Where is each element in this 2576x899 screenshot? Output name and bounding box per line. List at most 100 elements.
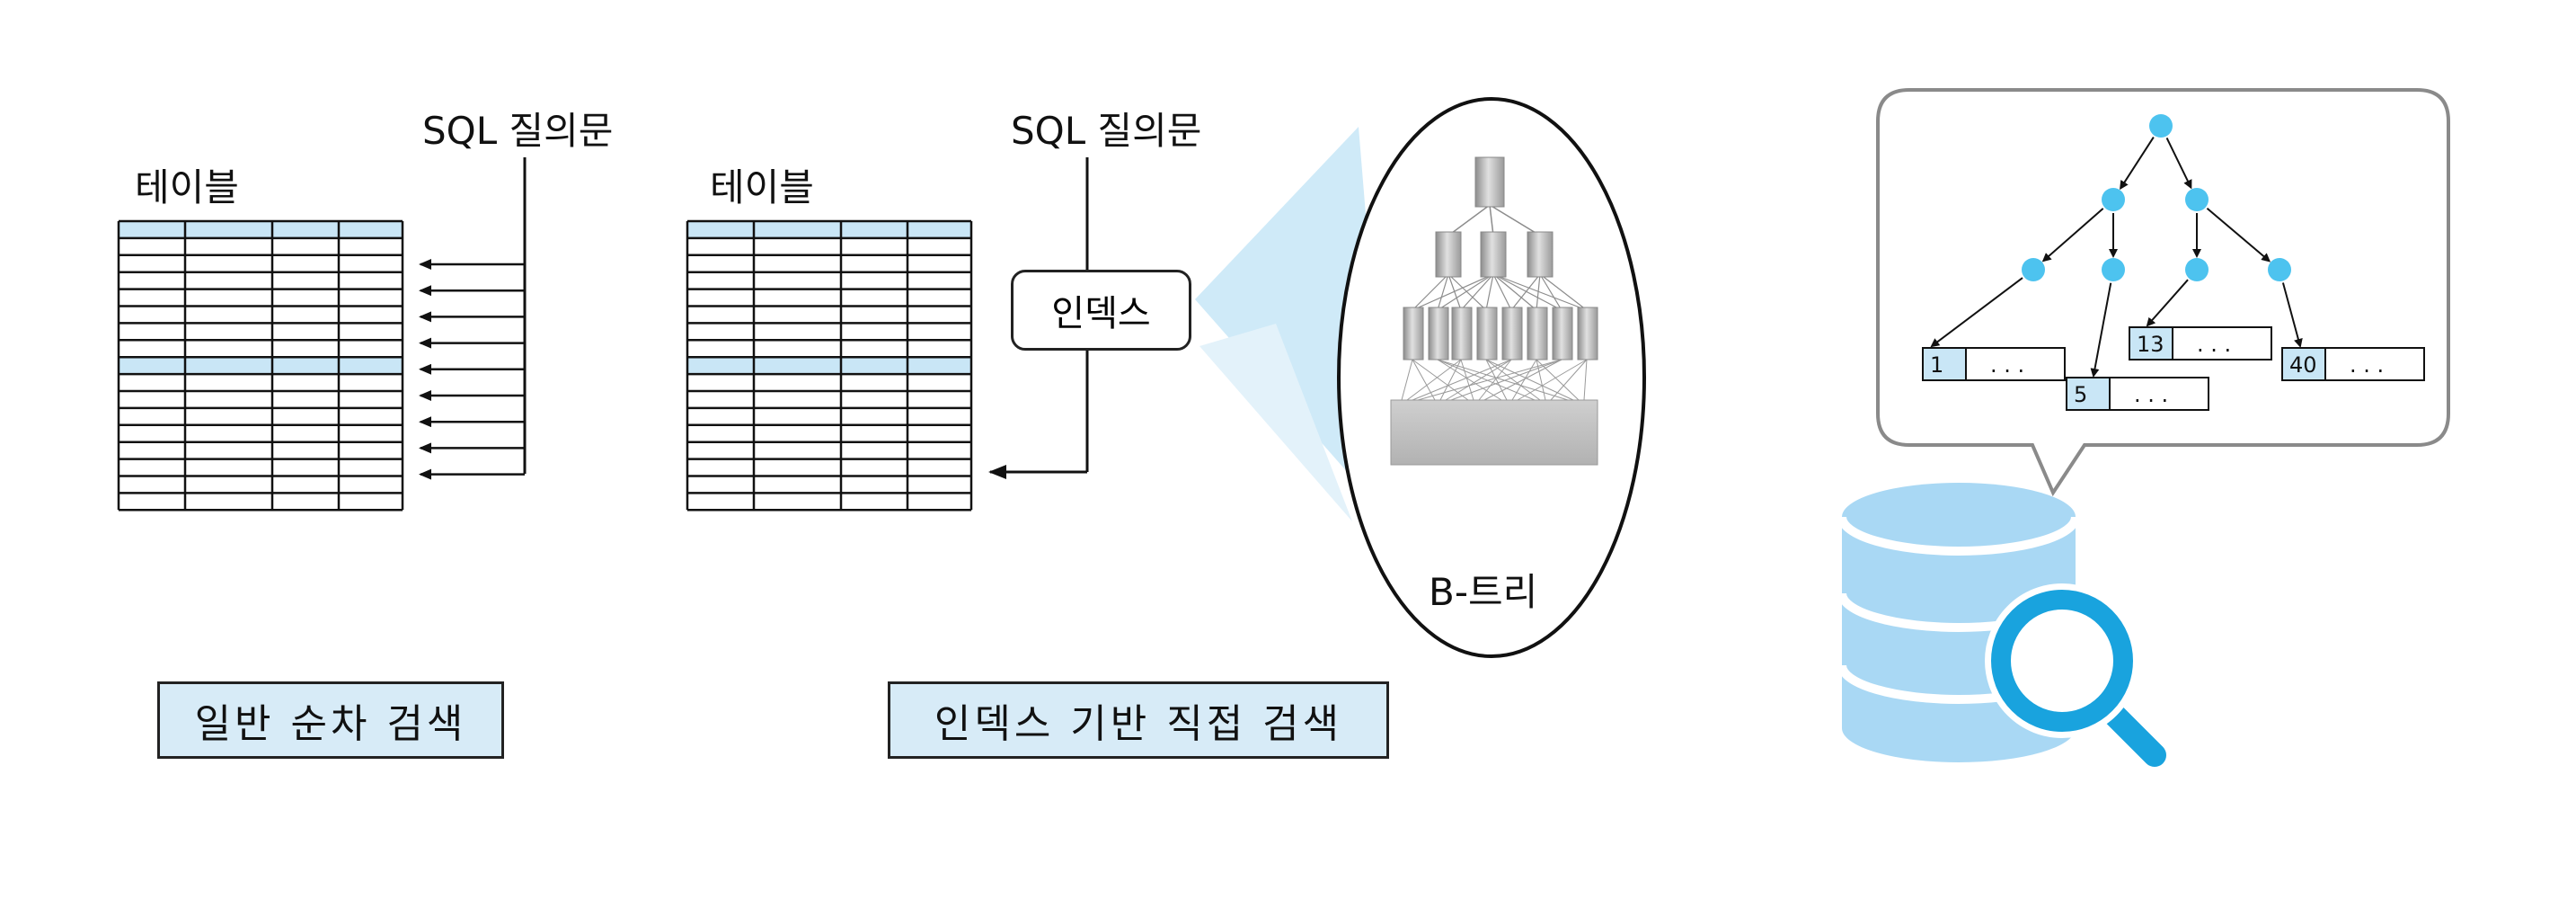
- btree-edge: [1447, 273, 1462, 311]
- btree-internal-node: [1527, 231, 1554, 278]
- leaf-ellipsis-text: . . .: [2197, 332, 2231, 357]
- btree-leaf-node: [1451, 307, 1473, 360]
- btree-edge: [1583, 359, 1588, 401]
- btree-edge: [1447, 204, 1491, 236]
- middle-caption: 인덱스 기반 직접 검색: [888, 681, 1389, 759]
- leaf-ellipsis-text: . . .: [2134, 382, 2168, 407]
- middle-table-label: 테이블: [710, 165, 814, 209]
- btree-edge: [1460, 273, 1494, 311]
- btree-edge: [1485, 359, 1508, 401]
- btree-edge: [1445, 359, 1512, 401]
- leaf-key-text: 5: [2074, 382, 2087, 407]
- btree-edge: [1485, 273, 1494, 311]
- sequential-scan-arrows: [419, 157, 527, 480]
- zoom-cone-lower: [1199, 324, 1352, 521]
- btree-edge: [1492, 273, 1588, 311]
- b-tree-icon: [1390, 156, 1598, 466]
- btree-edge: [1483, 359, 1562, 401]
- btree-edge: [1478, 359, 1512, 401]
- btree-edge: [1437, 273, 1494, 311]
- tree-leaf-edge: [1930, 277, 2023, 348]
- left-caption: 일반 순차 검색: [157, 681, 504, 759]
- btree-edge: [1412, 273, 1449, 311]
- btree-leaf-node: [1552, 307, 1573, 360]
- middle-table: [686, 219, 973, 512]
- btree-edge: [1412, 359, 1436, 401]
- btree-edge: [1539, 273, 1562, 311]
- btree-leaf-node: [1501, 307, 1523, 360]
- btree-edge: [1492, 273, 1562, 311]
- btree-edge: [1511, 359, 1537, 401]
- btree-edge: [1439, 359, 1462, 401]
- leaf-pointer-cell: [1965, 347, 2066, 381]
- leaf-pointer-cell: [2172, 326, 2272, 360]
- btree-edge: [1437, 359, 1536, 401]
- btree-leaf-node: [1577, 307, 1598, 360]
- leaf-ellipsis-text: . . .: [1990, 352, 2024, 378]
- btree-edge: [1536, 273, 1541, 311]
- middle-query-label: SQL 질의문: [1011, 109, 1202, 153]
- tree-edge: [2120, 137, 2155, 191]
- btree-base: [1390, 399, 1598, 466]
- btree-edge: [1412, 273, 1494, 311]
- leaf-node: 40 . . .: [2281, 347, 2425, 381]
- btree-edge: [1437, 273, 1449, 311]
- btree-root: [1474, 156, 1505, 208]
- btree-edge: [1492, 273, 1537, 311]
- leaf-pointer-cell: [2324, 347, 2425, 381]
- btree-edge: [1417, 359, 1562, 401]
- leaf-ellipsis-text: . . .: [2350, 352, 2384, 378]
- btree-leaf-node: [1428, 307, 1449, 360]
- btree-leaf-node: [1403, 307, 1424, 360]
- speech-bubble: [1876, 88, 2450, 497]
- btree-leaf-node: [1476, 307, 1498, 360]
- b-tree-ellipse: [1337, 97, 1646, 658]
- btree-edge: [1510, 273, 1541, 311]
- btree-edge: [1550, 359, 1588, 401]
- tree-node: [2102, 188, 2125, 211]
- left-table: [117, 219, 404, 512]
- bubble-tree: 1. . . 5 . . . 13 . . . 40 . . .: [1922, 114, 2425, 411]
- btree-leaf-node: [1527, 307, 1548, 360]
- btree-internal-node: [1480, 231, 1507, 278]
- leaf-node: 5 . . .: [2066, 377, 2209, 411]
- btree-edge: [1539, 273, 1588, 311]
- btree-edge: [1489, 204, 1541, 236]
- leaf-key-text: 13: [2137, 332, 2164, 357]
- btree-edge: [1401, 359, 1413, 401]
- btree-internal-node: [1435, 231, 1462, 278]
- left-query-label: SQL 질의문: [422, 109, 614, 153]
- tree-node: [2022, 258, 2045, 281]
- btree-edge: [1489, 204, 1494, 236]
- btree-edge: [1492, 273, 1512, 311]
- btree-edge: [1460, 359, 1474, 401]
- leaf-key-cell: [2281, 347, 2326, 381]
- leaf-node: 1. . .: [1922, 347, 2066, 381]
- tree-node: [2185, 188, 2209, 211]
- table-header-row: [119, 221, 403, 238]
- table-header-row: [687, 221, 971, 238]
- btree-edge: [1406, 359, 1462, 401]
- index-box: 인덱스: [1011, 270, 1191, 351]
- magnifier-icon: [1985, 583, 2173, 773]
- tree-edge: [2206, 207, 2271, 263]
- leaf-pointer-cell: [2109, 377, 2209, 411]
- tree-edge: [2165, 138, 2192, 190]
- table-highlight-row: [119, 357, 403, 375]
- btree-edge: [1447, 273, 1487, 311]
- leaf-node: 13 . . .: [2129, 326, 2272, 360]
- leaf-key-cell: [2066, 377, 2111, 411]
- table-highlight-row: [687, 357, 971, 375]
- btree-edge: [1412, 359, 1512, 401]
- tree-leaf-edge: [2146, 279, 2189, 327]
- tree-node: [2185, 258, 2209, 281]
- leaf-key-text: 40: [2289, 352, 2317, 378]
- btree-edge: [1437, 359, 1502, 401]
- tree-leaf-edge: [2281, 282, 2303, 348]
- tree-node: [2149, 114, 2173, 138]
- btree-edge: [1450, 359, 1562, 401]
- btree-edge: [1437, 359, 1569, 401]
- tree-leaf-edge: [2090, 282, 2112, 378]
- tree-node: [2102, 258, 2125, 281]
